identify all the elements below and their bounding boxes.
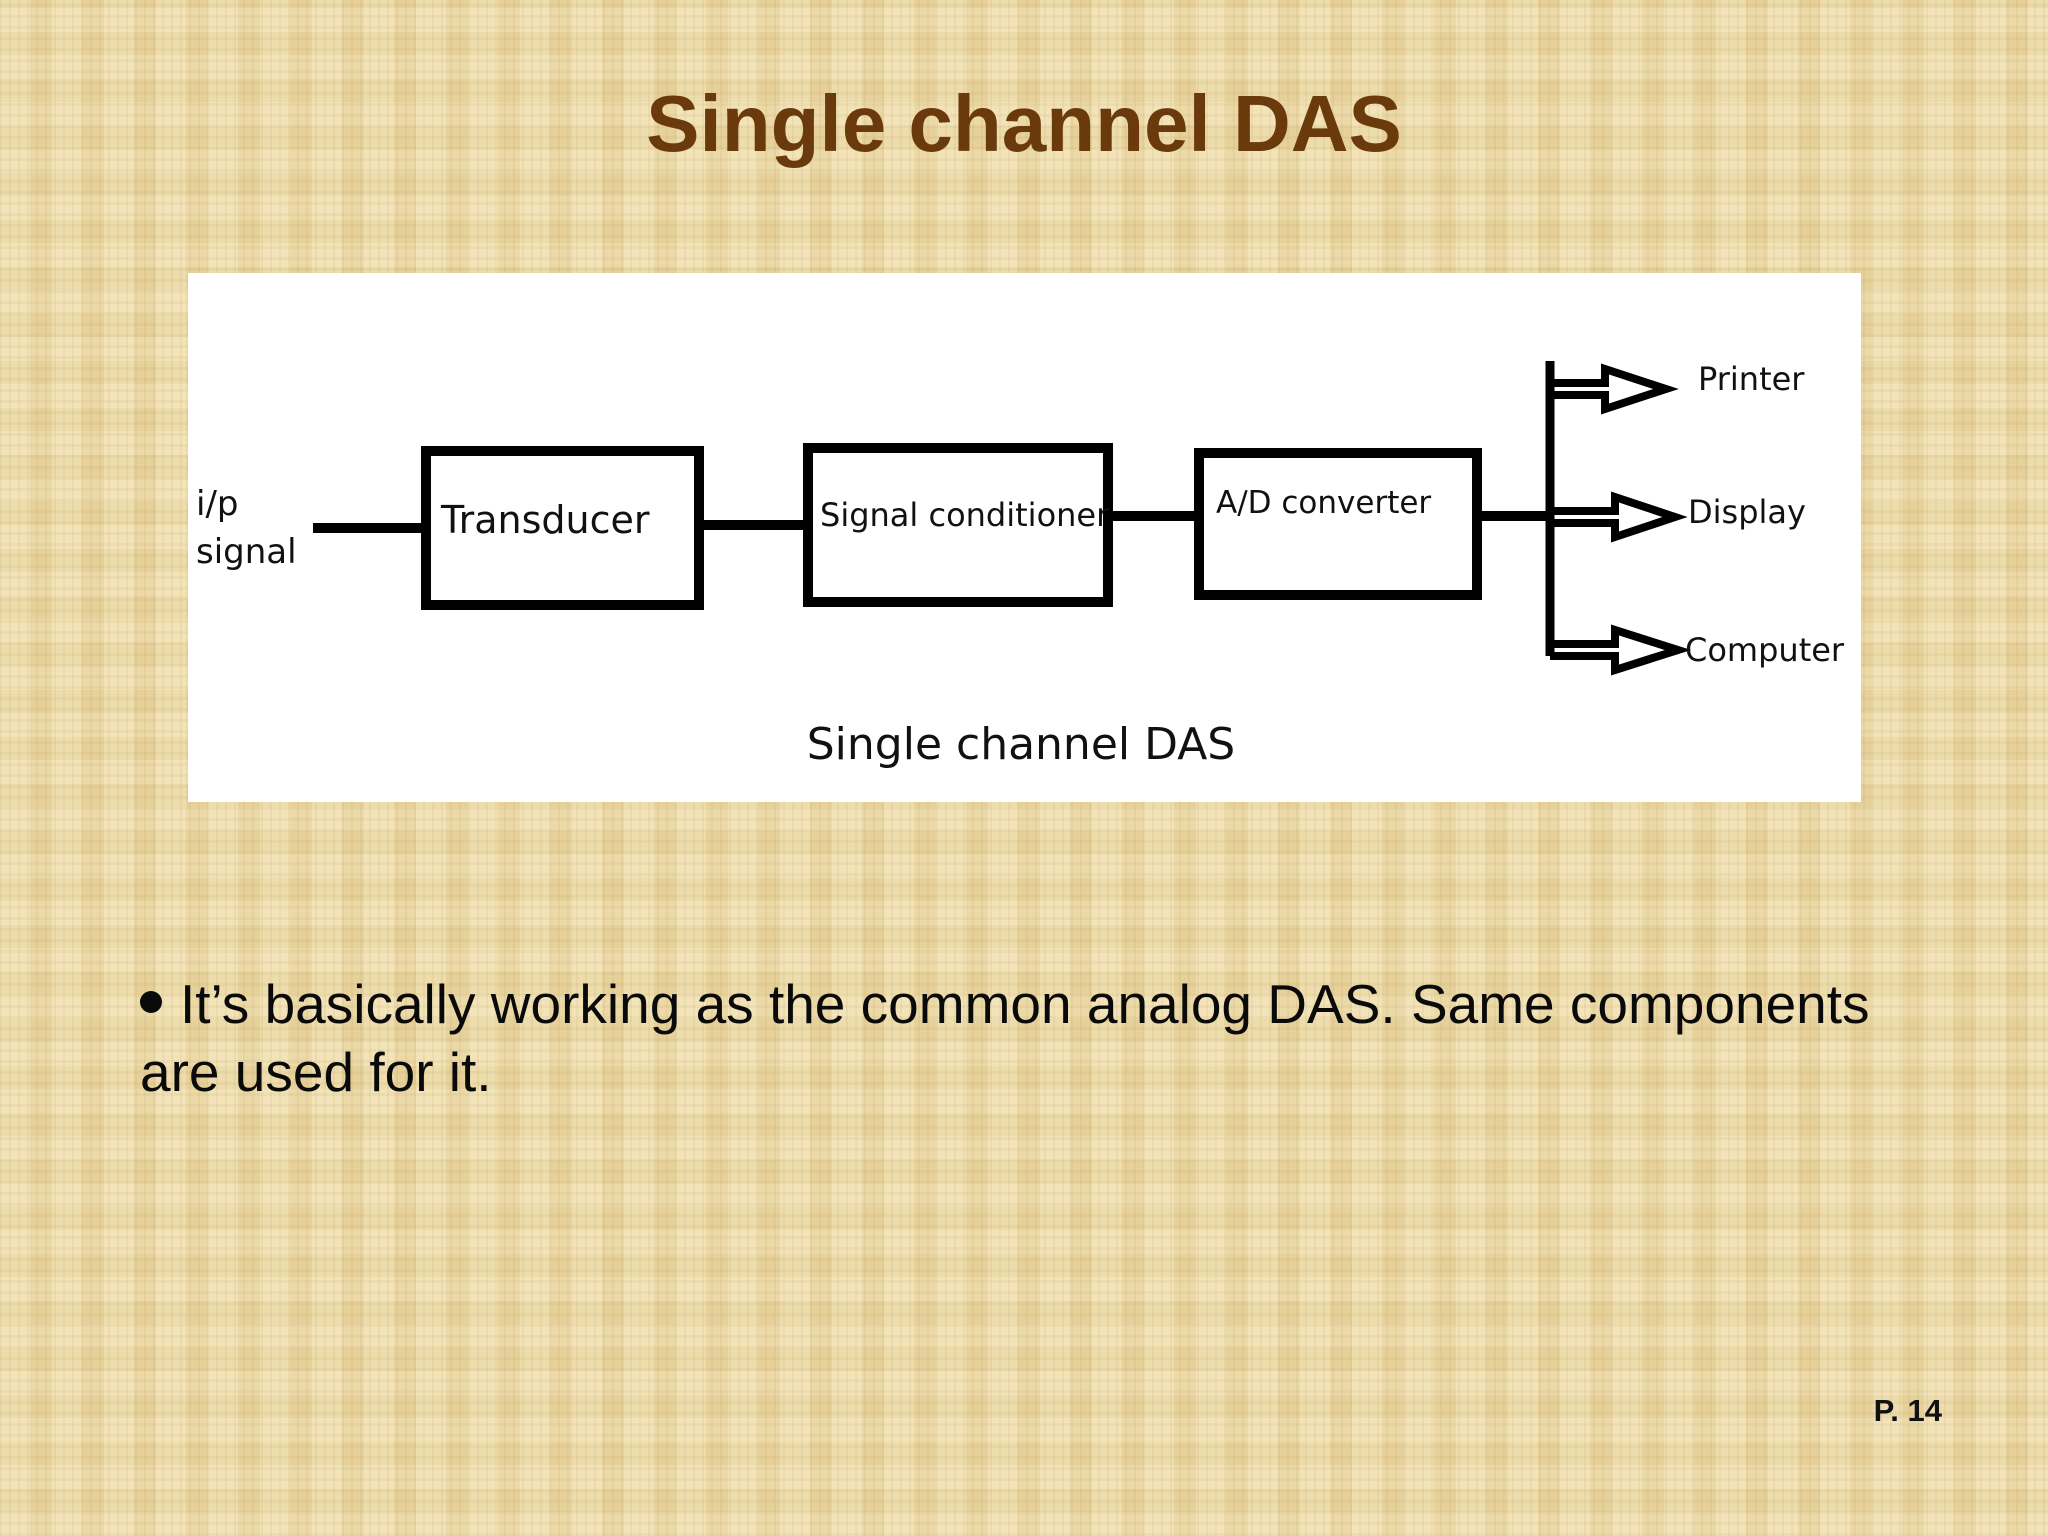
printer-label: Printer [1698, 360, 1805, 398]
diagram-caption: Single channel DAS [807, 719, 1235, 770]
computer-arrow [1550, 624, 1692, 676]
ad-converter-label: A/D converter [1216, 485, 1431, 521]
page-number: P. 14 [1873, 1393, 1942, 1428]
block-diagram: i/p signal Transducer Signal conditioner… [188, 273, 1861, 802]
display-arrow [1550, 491, 1688, 543]
bullet-text: It’s basically working as the common ana… [140, 973, 1870, 1103]
display-label: Display [1688, 493, 1806, 531]
block-diagram-svg: i/p signal Transducer Signal conditioner… [196, 360, 1845, 770]
ad-converter-block [1194, 448, 1482, 600]
input-label-ip: i/p [196, 484, 238, 524]
computer-label: Computer [1685, 631, 1845, 669]
signal-conditioner-block [803, 443, 1113, 607]
bullet-dot-icon [140, 991, 162, 1014]
signal-conditioner-label: Signal conditioner [820, 496, 1110, 534]
slide-title: Single channel DAS [646, 79, 1402, 168]
input-label-signal: signal [196, 532, 297, 572]
printer-arrow [1550, 363, 1679, 415]
bullet-point: It’s basically working as the common ana… [140, 970, 1960, 1106]
transducer-label: Transducer [440, 498, 650, 542]
